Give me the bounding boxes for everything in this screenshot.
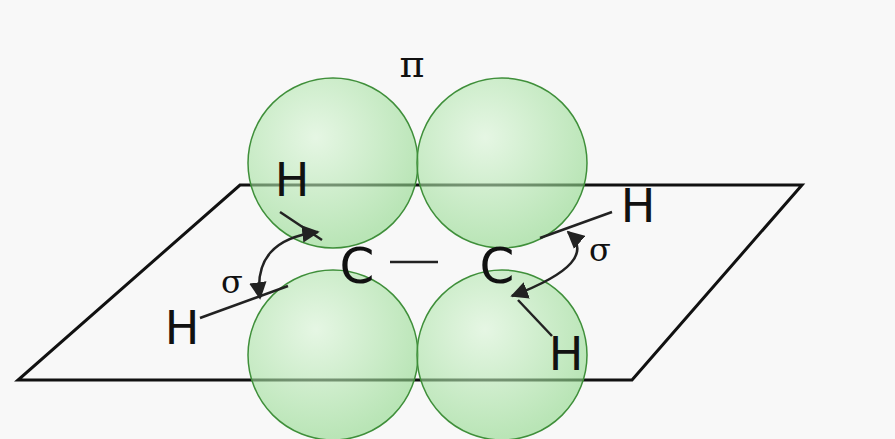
p-orbital-lobe [417,78,587,248]
hydrogen-atom: H [621,183,656,229]
p-orbital-lobe [417,270,587,439]
ch-bond [518,300,552,336]
carbon-atom: C [480,241,515,291]
carbon-atom: C [340,241,375,291]
p-orbital-lobe [248,78,418,248]
p-orbital-lobe [248,270,418,439]
carbon-bond [390,261,438,264]
hydrogen-atom: H [165,305,200,351]
hydrogen-atom: H [549,331,584,377]
sigma-bond-label: σ [589,234,611,266]
hydrogen-atom: H [275,157,310,203]
pi-bond-label: π [400,45,425,83]
sigma-arc [259,232,318,298]
sigma-bond-label: σ [221,266,243,298]
ch-bond [200,286,288,318]
sigma-arc [512,232,577,296]
